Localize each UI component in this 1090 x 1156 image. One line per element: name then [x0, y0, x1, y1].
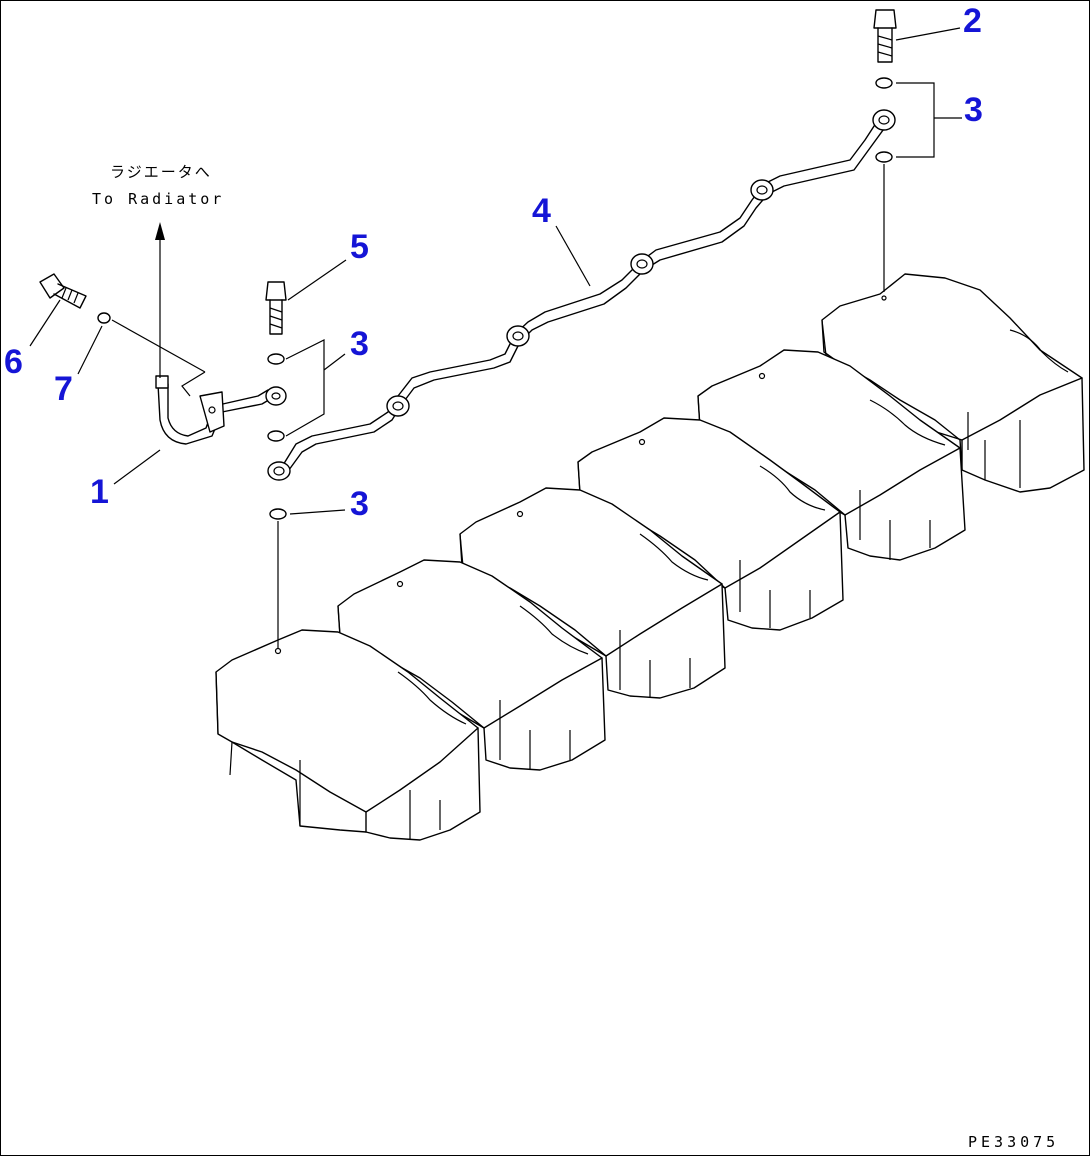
callout-6: 6 [4, 343, 23, 381]
bracket-3-mid [285, 339, 346, 437]
leader-bend [181, 371, 206, 397]
callout-1: 1 [90, 473, 109, 511]
washer-3-top [875, 77, 893, 89]
note-japanese: ラジエータへ [110, 163, 212, 181]
leader-7 [77, 325, 103, 375]
cylinder-head-block-6 [821, 273, 1085, 493]
washer-3-bottom [269, 508, 287, 520]
bolt-2 [873, 9, 897, 63]
note-english: To Radiator [92, 190, 224, 208]
leader-line-bolt6 [111, 319, 206, 373]
washer-3-top-lower [875, 151, 893, 163]
leader-6 [29, 299, 61, 347]
leader-4 [555, 225, 591, 287]
drawing-code: PE33075 [968, 1133, 1059, 1151]
callout-4: 4 [532, 192, 551, 230]
callout-7: 7 [54, 370, 73, 408]
callout-5: 5 [350, 228, 369, 266]
cylinder-head-block-3 [459, 487, 726, 699]
bolt-5 [265, 281, 287, 335]
washer-7 [97, 312, 111, 324]
bracket-3-top [896, 82, 962, 158]
washer-3-mid-lower [267, 430, 285, 442]
leader-5 [287, 259, 347, 301]
callout-3-mid: 3 [350, 325, 369, 363]
callout-2: 2 [963, 2, 982, 40]
oil-tube [267, 109, 896, 481]
bolt-6 [39, 273, 87, 309]
leader-3-bottom [289, 509, 346, 515]
washer-3-mid [267, 353, 285, 365]
callout-3-bottom: 3 [350, 485, 369, 523]
leader-2 [895, 27, 961, 41]
radiator-arrow-head [155, 222, 165, 240]
cylinder-head-block-1 [215, 629, 481, 841]
outlet-pipe [155, 375, 287, 445]
callout-3-top: 3 [964, 91, 983, 129]
leader-1 [113, 449, 161, 485]
